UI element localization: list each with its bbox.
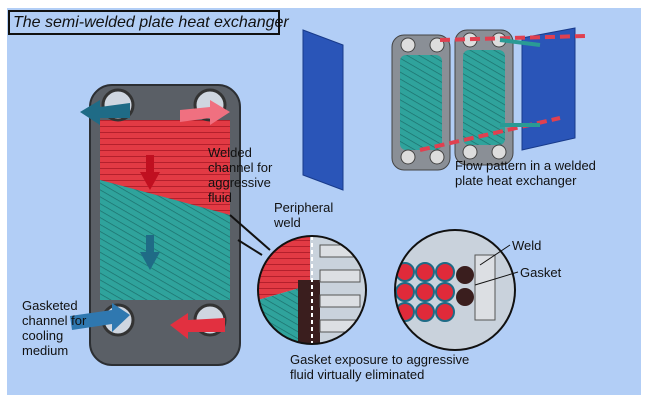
blue-plate-front: [521, 27, 576, 151]
gasket-leader: [474, 271, 519, 286]
label-gasket: Gasket: [520, 265, 562, 280]
main-plate: [70, 84, 241, 366]
magnifier-weld-gasket: [394, 229, 516, 351]
label-peripheral-weld: Peripheral weld: [274, 200, 334, 230]
page-title: The semi-welded plate heat exchanger: [8, 10, 289, 35]
label-flow-pattern: Flow pattern in a welded plate heat exch…: [455, 158, 596, 188]
welded-plate-pair: [391, 29, 514, 171]
label-weld: Weld: [512, 238, 542, 253]
label-gasket-exposure: Gasket exposure to aggressive fluid virt…: [290, 352, 470, 382]
magnifier-peripheral-weld: [257, 235, 367, 345]
leader-line: [229, 214, 271, 251]
flow-arrows-small: [419, 34, 586, 152]
label-gasketed-channel: Gasketed channel for cooling medium: [22, 298, 87, 358]
weld-leader: [479, 244, 511, 266]
label-welded-channel: Welded channel for aggressive fluid: [208, 145, 273, 205]
leader-line: [237, 239, 263, 256]
blue-plate-back: [302, 29, 344, 191]
